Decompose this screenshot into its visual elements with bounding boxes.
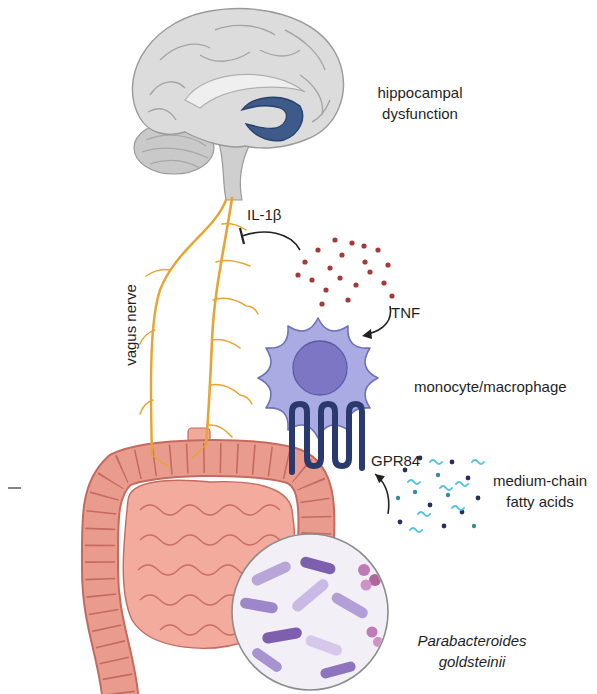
node-text: Parabacteroides goldsteinii <box>402 630 542 672</box>
cytokine-label: IL-1β <box>247 205 281 225</box>
bacterium <box>261 627 302 645</box>
cerebrum <box>132 9 343 148</box>
node-text: vagus nerve <box>120 284 141 366</box>
coccus <box>358 564 370 576</box>
arrowhead <box>375 474 385 483</box>
bacterium <box>290 577 331 614</box>
bacterium <box>299 556 337 576</box>
cytokine-label: TNF <box>391 303 420 323</box>
cerebellum-folia <box>142 135 208 168</box>
bacteria-inset <box>232 534 388 690</box>
coccus <box>367 627 378 638</box>
bacteria <box>239 556 383 680</box>
brain <box>132 9 343 200</box>
bacterium <box>319 661 356 680</box>
nerve-branches <box>140 223 258 466</box>
node-text: medium-chain fatty acids <box>489 470 591 512</box>
bacterium <box>304 634 343 657</box>
gpr84-receptor <box>292 404 362 472</box>
hippocampus <box>242 97 303 141</box>
cytokine-dots <box>295 237 394 306</box>
connector-line <box>375 474 389 514</box>
bacterium <box>250 560 293 588</box>
cell-nucleus <box>293 341 347 395</box>
node-text: hippocampal dysfunction <box>362 82 478 124</box>
bacterium <box>250 646 284 674</box>
receptor-label: GPR84 <box>288 398 420 474</box>
tnf-arrow <box>368 306 391 334</box>
connector <box>375 474 389 514</box>
outcome-label: hippocampal dysfunction <box>362 80 478 128</box>
nerve-label: vagus nerve <box>118 270 142 380</box>
inhibition-arrow <box>242 232 300 250</box>
fatty-acid-chains <box>408 460 484 532</box>
coccus <box>373 637 383 647</box>
bacterium <box>239 597 278 614</box>
bacterium-label: Parabacteroides goldsteinii <box>402 628 542 678</box>
bacterium <box>330 591 370 621</box>
node-text: GPR84 <box>371 450 420 471</box>
nerve-trunk <box>151 200 226 455</box>
node-text: monocyte/macrophage <box>414 376 579 397</box>
gyri <box>148 25 330 122</box>
dash-mark <box>8 487 21 488</box>
coccus <box>361 580 372 591</box>
nerve-trunk <box>206 198 232 445</box>
vagus-nerve-drawing <box>140 198 258 466</box>
arrowhead <box>362 329 372 339</box>
brainstem <box>218 140 250 200</box>
cell-label: monocyte/macrophage <box>414 374 579 400</box>
metabolite-label: medium-chain fatty acids <box>388 450 593 534</box>
inhibition-bar <box>240 228 244 244</box>
